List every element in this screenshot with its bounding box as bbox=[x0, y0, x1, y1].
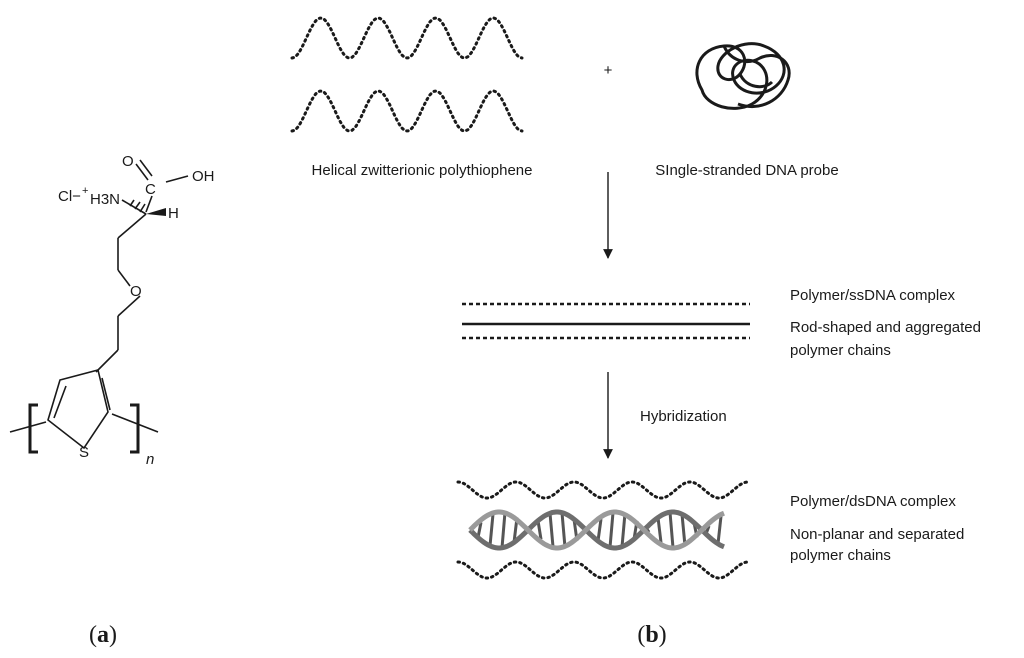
complex1-desc-line1: Rod-shaped and aggregated bbox=[790, 319, 981, 336]
chain-bond-1 bbox=[117, 213, 147, 239]
chain-bond-4 bbox=[117, 295, 141, 317]
base-pair-rung bbox=[680, 514, 687, 546]
atom-s: S bbox=[79, 444, 89, 461]
base-pair-rung bbox=[620, 513, 627, 547]
separated-polymer-chain-bottom bbox=[456, 560, 750, 580]
chain-bond-3 bbox=[117, 269, 131, 287]
complex2-desc-line1: Non-planar and separated bbox=[790, 526, 964, 543]
double-helix-dna bbox=[468, 509, 725, 551]
complex2-title: Polymer/dsDNA complex bbox=[790, 493, 956, 510]
backbone-right bbox=[111, 413, 159, 433]
dna-backbone-strand bbox=[468, 509, 725, 551]
dsdna-complex-caption: Polymer/dsDNA complex Non-planar and sep… bbox=[790, 493, 964, 564]
base-pair-rung bbox=[560, 512, 567, 548]
backbone-left bbox=[9, 421, 47, 433]
base-pair-rung bbox=[608, 512, 615, 548]
ssdna-coil bbox=[695, 42, 791, 110]
atom-cl-minus: Cl− bbox=[58, 188, 81, 205]
base-pair-rung bbox=[548, 513, 555, 547]
atom-plus-charge: + bbox=[82, 185, 88, 197]
ssdna-complex-lines bbox=[462, 302, 750, 340]
ssdna-label: SIngle-stranded DNA probe bbox=[655, 162, 838, 179]
atom-oh: OH bbox=[192, 168, 215, 185]
base-pair-rung bbox=[488, 513, 495, 547]
right-bracket bbox=[130, 403, 140, 454]
atom-h: H bbox=[168, 205, 179, 222]
hashed-wedge bbox=[121, 199, 147, 215]
ssdna-complex-caption: Polymer/ssDNA complex Rod-shaped and agg… bbox=[790, 287, 981, 359]
base-pair-rung bbox=[656, 517, 663, 543]
atom-o-carbonyl: O bbox=[122, 153, 134, 170]
chemical-structure bbox=[9, 159, 189, 454]
carbonyl-bond-1 bbox=[135, 163, 149, 181]
atom-o-ether: O bbox=[130, 283, 142, 300]
base-pair-rung bbox=[716, 516, 723, 544]
polymer-label: Helical zwitterionic polythiophene bbox=[312, 162, 533, 179]
panel-b-label: (b) bbox=[637, 622, 666, 648]
base-pair-rung bbox=[596, 518, 603, 542]
atom-n-subscript: n bbox=[146, 451, 154, 468]
base-pair-rung bbox=[536, 520, 543, 540]
base-pair-rung bbox=[668, 512, 675, 548]
thiophene-ring bbox=[47, 369, 109, 450]
dna-backbone-strand bbox=[468, 509, 725, 551]
left-bracket bbox=[28, 403, 38, 454]
panel-a-label: (a) bbox=[89, 622, 117, 648]
solid-wedge bbox=[146, 208, 166, 216]
ring-double-bond-1 bbox=[53, 385, 67, 419]
complex1-title: Polymer/ssDNA complex bbox=[790, 287, 956, 304]
c-oh-bond bbox=[165, 175, 189, 183]
ring-double-bond-2 bbox=[101, 377, 111, 411]
plus-sign: + bbox=[604, 62, 613, 79]
helical-polymer-chain-2 bbox=[290, 89, 524, 133]
carbonyl-bond-2 bbox=[139, 159, 153, 177]
atom-labels: O OH C H Cl− + H3N O S n bbox=[58, 153, 215, 468]
complex2-desc-line2: polymer chains bbox=[790, 547, 891, 564]
separated-polymer-chain-top bbox=[456, 480, 750, 500]
helical-polymer-chain-1 bbox=[290, 16, 524, 60]
chain-bond-6 bbox=[95, 349, 119, 373]
base-pair-rung bbox=[500, 512, 507, 548]
complex1-desc-line2: polymer chains bbox=[790, 342, 891, 359]
atom-h3n: H3N bbox=[90, 191, 120, 208]
atom-c-alpha: C bbox=[145, 181, 156, 198]
c-calpha-bond bbox=[145, 195, 153, 213]
hybridization-label: Hybridization bbox=[640, 408, 727, 425]
